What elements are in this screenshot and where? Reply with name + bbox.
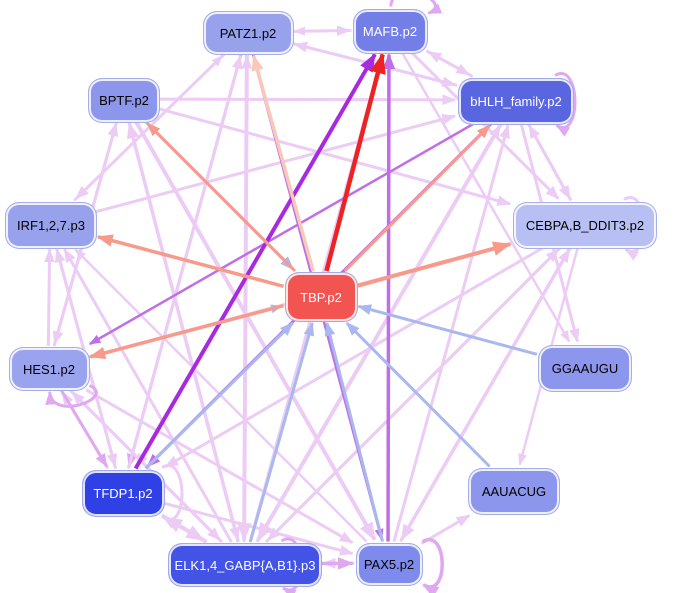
edge-PAX5-bHLH — [392, 124, 510, 542]
self-loop-PAX5 — [421, 537, 444, 593]
self-loop-MAFB — [389, 0, 443, 15]
edge-ELK-CEBPA — [264, 248, 560, 544]
edge-BPTF-bHLH — [158, 94, 457, 106]
edge-TFDP1-PAX5 — [163, 501, 354, 556]
edge-MAFB-CEBPA — [410, 51, 560, 200]
edge-CEBPA-TFDP1 — [164, 246, 545, 469]
node-label: PATZ1.p2 — [219, 25, 277, 41]
node-label: bHLH_family.p2 — [470, 93, 562, 109]
node-aauacug[interactable]: AAUACUG — [468, 467, 560, 515]
node-patz1[interactable]: PATZ1.p2 — [202, 11, 294, 55]
edge-ELK-IRF — [63, 248, 233, 543]
edge-TBP-CEBPA — [355, 241, 512, 288]
node-label: TBP.p2 — [300, 289, 342, 305]
node-irf[interactable]: IRF1,2,7.p3 — [5, 201, 97, 249]
node-label: IRF1,2,7.p3 — [17, 217, 85, 233]
edge-ELK-PATZ1 — [241, 54, 253, 543]
edge-TBP-MAFB — [324, 52, 386, 272]
node-label: BPTF.p2 — [99, 92, 149, 108]
edge-PAX5-MAFB — [382, 53, 396, 542]
edge-TFDP1-TBP — [144, 321, 294, 470]
edge-BPTF-CEBPA — [158, 107, 512, 206]
node-label: ELK1,4_GABP{A,B1}.p3 — [174, 557, 316, 573]
node-tfdp1[interactable]: TFDP1.p2 — [81, 469, 165, 517]
node-label: AAUACUG — [481, 483, 547, 499]
node-label: GGAAUGU — [551, 360, 619, 376]
edge-bHLH-CEBPA — [526, 122, 572, 200]
node-label: CEBPA,B_DDIT3.p2 — [525, 217, 645, 233]
edge-bHLH-HES1 — [88, 122, 475, 346]
edge-MAFB-GGAAUGU — [400, 51, 571, 343]
edge-TBP-HES1 — [89, 303, 284, 360]
node-bhlh[interactable]: bHLH_family.p2 — [458, 77, 574, 125]
node-elk[interactable]: ELK1,4_GABP{A,B1}.p3 — [168, 543, 322, 587]
edge-TBP-IRF — [96, 234, 284, 288]
edge-bHLH-MAFB — [427, 50, 474, 78]
edge-HES1-IRF — [44, 248, 55, 347]
edge-BPTF-PAX5 — [134, 120, 377, 541]
node-tbp[interactable]: TBP.p2 — [284, 272, 358, 322]
node-bptf[interactable]: BPTF.p2 — [88, 77, 160, 123]
node-cebpa[interactable]: CEBPA,B_DDIT3.p2 — [513, 201, 657, 249]
self-loop-HES1 — [45, 384, 98, 408]
edge-TBP-BPTF — [146, 122, 297, 273]
edge-GGAAUGU-TBP — [357, 304, 538, 356]
edge-TBP-bHLH — [343, 124, 491, 273]
node-ggaaugu[interactable]: GGAAUGU — [538, 344, 632, 392]
edge-PAX5-CEBPA — [399, 248, 571, 543]
node-label: HES1.p2 — [22, 361, 76, 377]
self-loop-TFDP1 — [161, 464, 184, 529]
self-loop-bHLH — [554, 72, 577, 137]
edge-TBP-PATZ1 — [251, 54, 315, 272]
node-hes1[interactable]: HES1.p2 — [8, 347, 90, 391]
node-pax5[interactable]: PAX5.p2 — [355, 542, 423, 586]
node-label: TFDP1.p2 — [93, 485, 153, 501]
edge-HES1-ELK — [68, 388, 222, 542]
edge-MAFB-PATZ1 — [293, 26, 352, 36]
node-mafb[interactable]: MAFB.p2 — [352, 8, 428, 54]
edge-PAX5-TBP — [324, 321, 384, 542]
edge-IRF-bHLH — [95, 114, 457, 214]
edge-HES1-PAX5 — [85, 388, 354, 544]
edge-TFDP1-MAFB — [133, 53, 377, 470]
edge-AAUACUG-TBP — [345, 321, 491, 468]
node-label: MAFB.p2 — [362, 23, 418, 39]
edge-HES1-TFDP1 — [59, 389, 109, 468]
edge-ELK-TBP — [248, 321, 315, 543]
node-label: PAX5.p2 — [363, 556, 415, 572]
